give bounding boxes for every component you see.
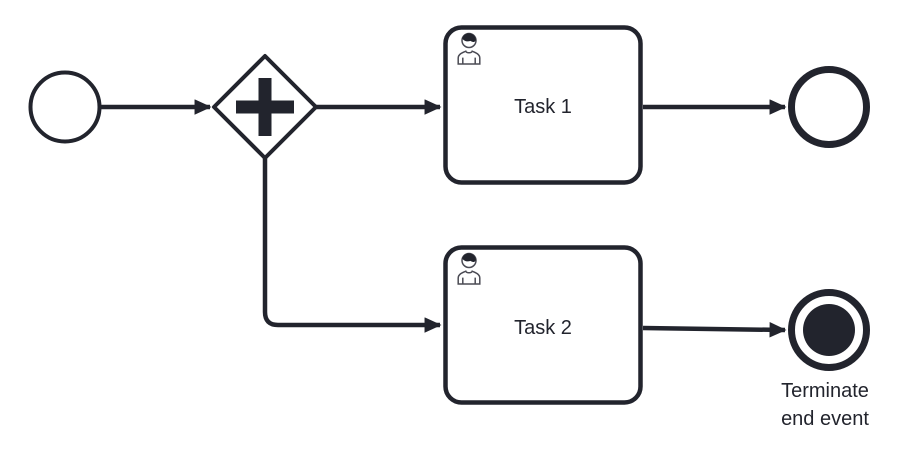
task-2-box[interactable]	[443, 245, 643, 405]
parallel-gateway[interactable]	[212, 54, 318, 160]
task-1-box[interactable]	[443, 25, 643, 185]
start-event[interactable]	[28, 70, 102, 144]
task-1-label: Task 1	[514, 96, 572, 118]
sequence-flow-gateway-to-task2[interactable]	[262, 157, 442, 333]
task-1[interactable]: Task 1	[443, 25, 643, 185]
user-icon	[457, 252, 481, 285]
user-icon	[457, 32, 481, 65]
plus-icon	[236, 78, 294, 136]
terminate-end-event[interactable]: Terminate end event	[781, 289, 870, 431]
end-event[interactable]	[788, 66, 870, 148]
task-2[interactable]: Task 2	[443, 245, 643, 405]
terminate-end-event-label-line2: end event	[781, 408, 869, 430]
task-2-label: Task 2	[514, 317, 572, 339]
sequence-flow-task2-to-terminate[interactable]	[642, 322, 787, 338]
terminate-end-event-label-line1: Terminate	[781, 380, 869, 402]
terminate-icon	[803, 304, 855, 356]
